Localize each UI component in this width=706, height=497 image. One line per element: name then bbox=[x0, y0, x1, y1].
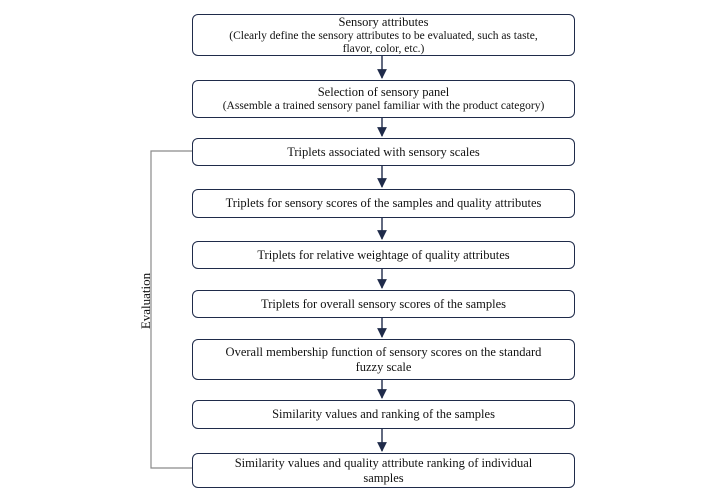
step-similarity-ranking: Similarity values and ranking of the sam… bbox=[192, 400, 575, 429]
step-detail: (Assemble a trained sensory panel famili… bbox=[222, 100, 545, 112]
step-title: Overall membership function of sensory s… bbox=[225, 344, 542, 374]
step-similarity-quality-attribute-ranking: Similarity values and quality attribute … bbox=[192, 453, 575, 488]
step-title: Triplets for overall sensory scores of t… bbox=[261, 296, 506, 311]
step-triplets-overall-scores: Triplets for overall sensory scores of t… bbox=[192, 290, 575, 318]
evaluation-feedback-line bbox=[150, 150, 192, 469]
step-triplets-sensory-scores: Triplets for sensory scores of the sampl… bbox=[192, 189, 575, 218]
step-title: Triplets associated with sensory scales bbox=[287, 144, 480, 159]
step-selection-of-sensory-panel: Selection of sensory panel (Assemble a t… bbox=[192, 80, 575, 118]
evaluation-label: Evaluation bbox=[138, 272, 153, 330]
step-title: Triplets for relative weightage of quali… bbox=[257, 247, 510, 262]
step-title: Similarity values and quality attribute … bbox=[234, 455, 533, 485]
step-title: Selection of sensory panel bbox=[317, 85, 450, 99]
step-sensory-attributes: Sensory attributes (Clearly define the s… bbox=[192, 14, 575, 56]
step-detail: (Clearly define the sensory attributes t… bbox=[229, 29, 538, 55]
step-title: Triplets for sensory scores of the sampl… bbox=[225, 196, 542, 210]
step-overall-membership-function: Overall membership function of sensory s… bbox=[192, 339, 575, 380]
step-title: Sensory attributes bbox=[338, 14, 429, 29]
step-title: Similarity values and ranking of the sam… bbox=[272, 407, 495, 421]
step-triplets-sensory-scales: Triplets associated with sensory scales bbox=[192, 138, 575, 166]
step-triplets-relative-weightage: Triplets for relative weightage of quali… bbox=[192, 241, 575, 269]
